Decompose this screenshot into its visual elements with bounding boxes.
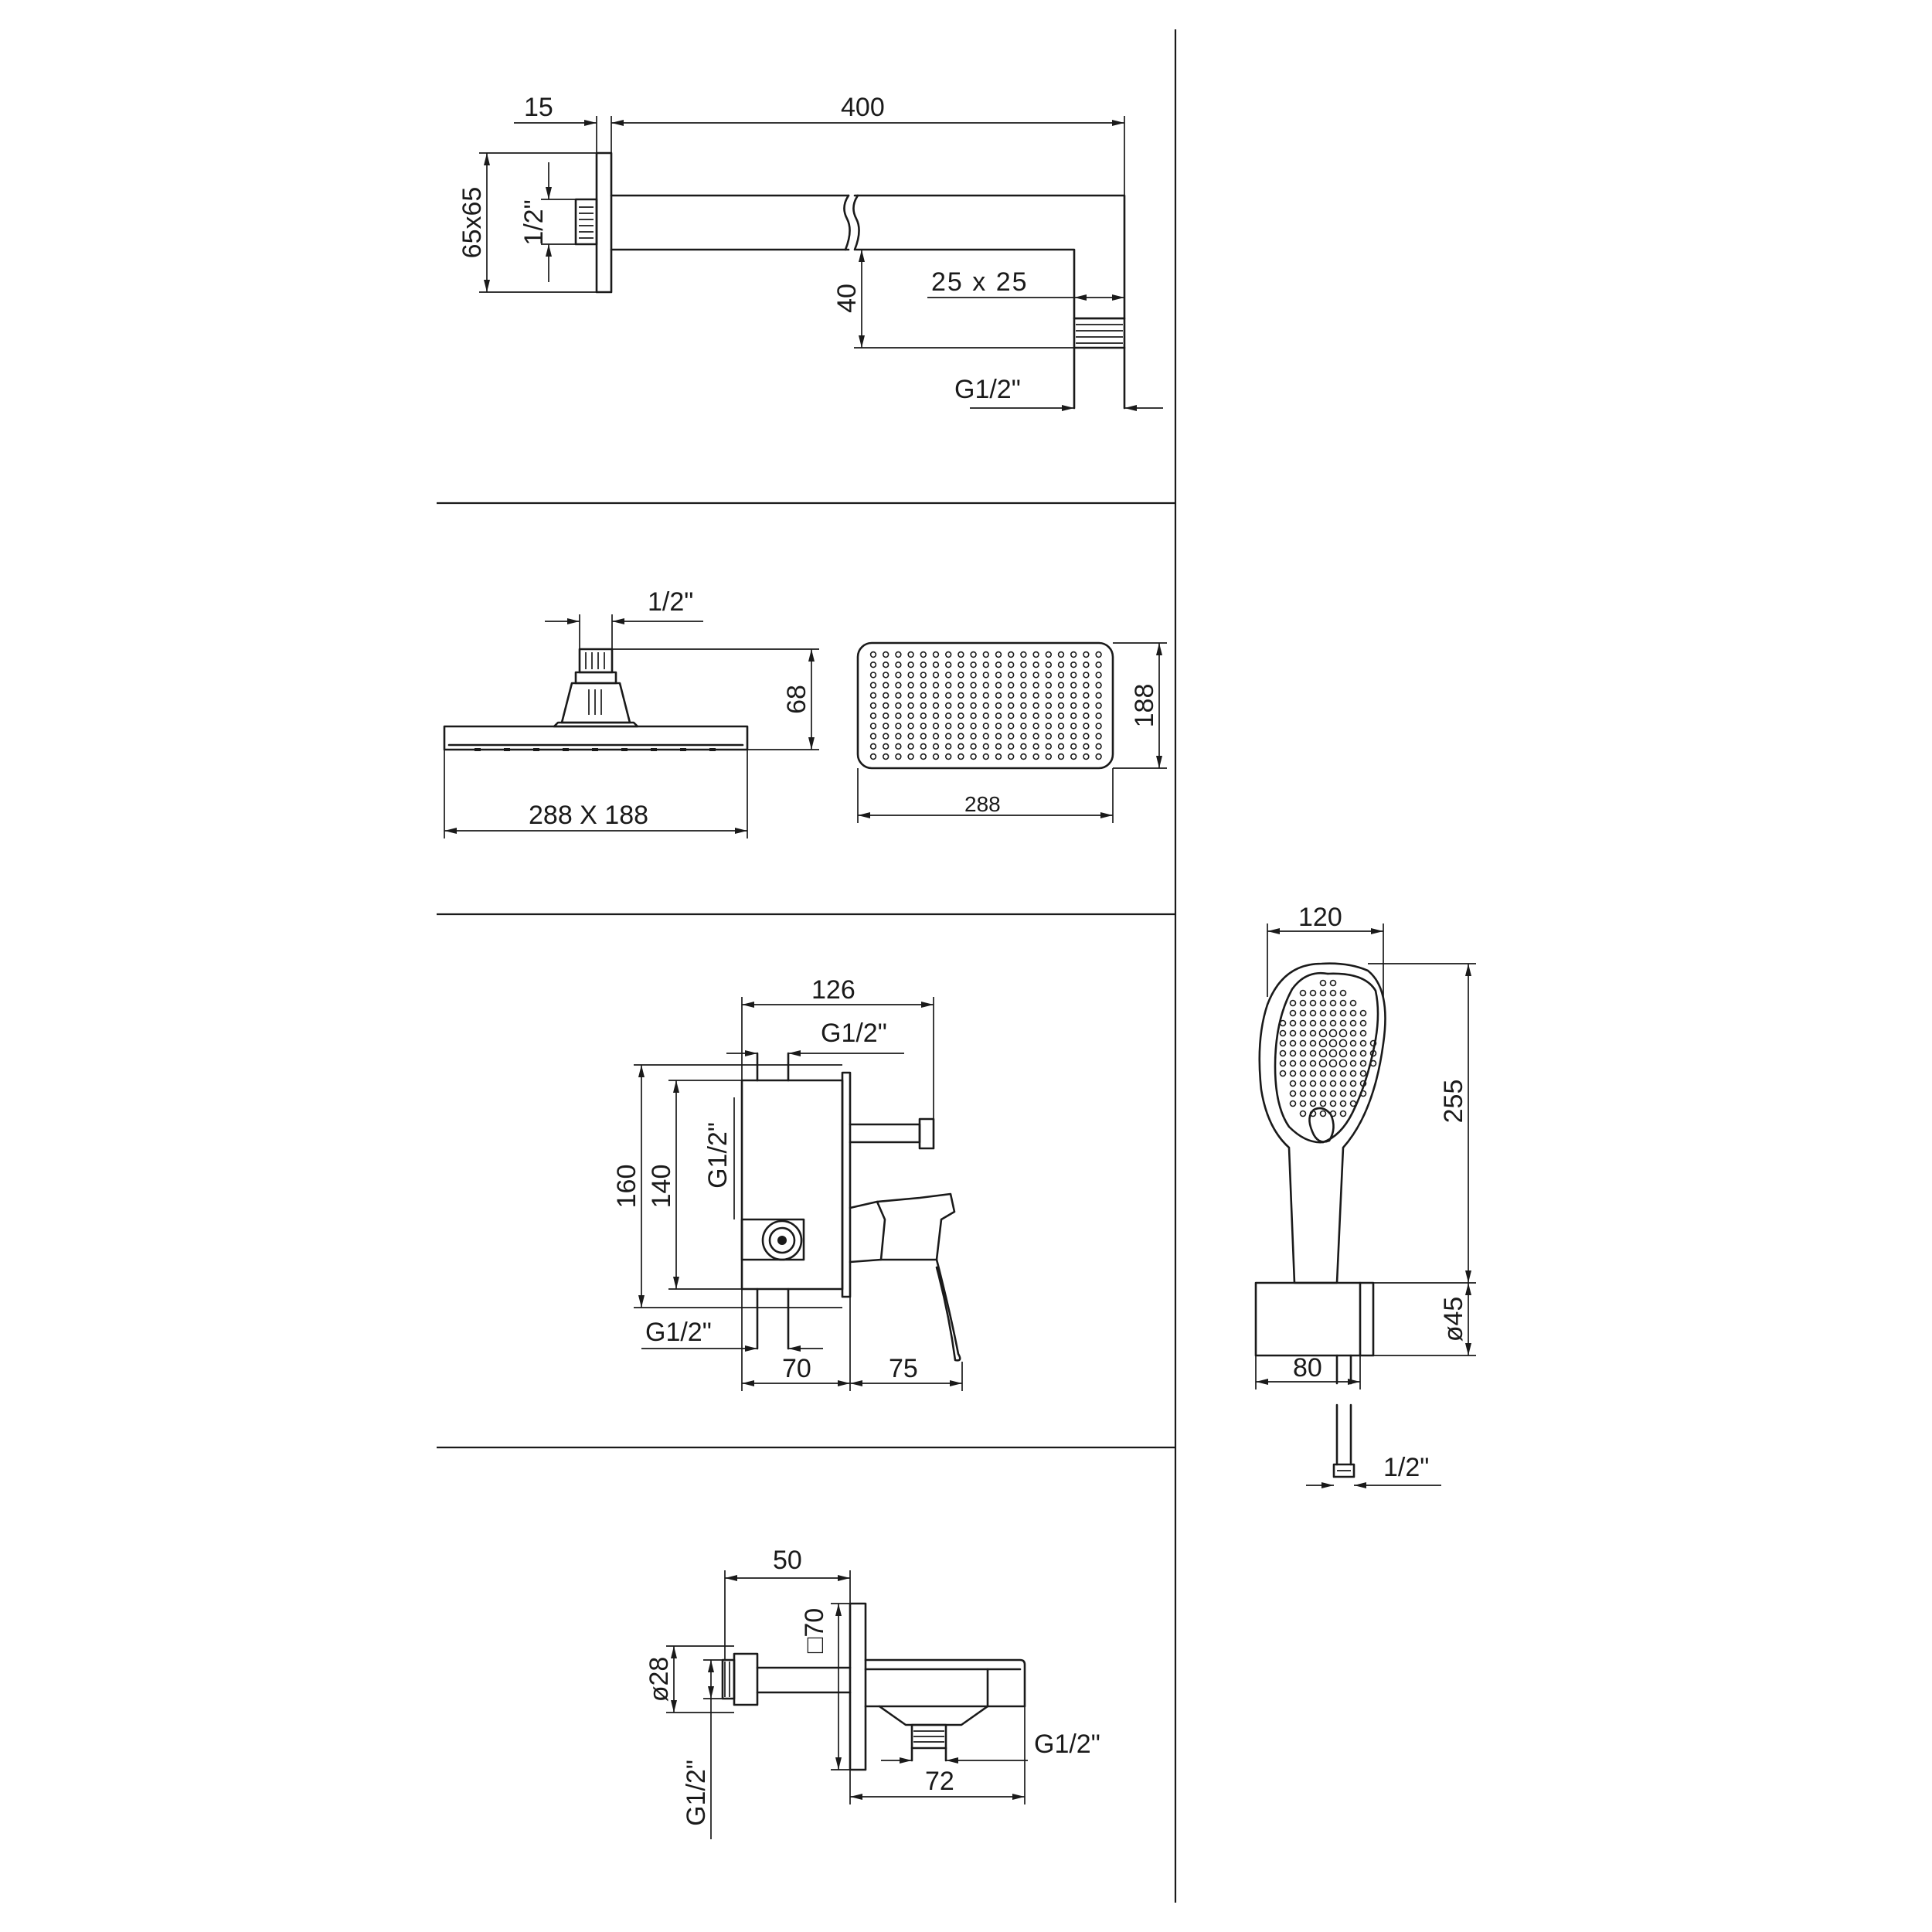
dim-elbow-length: 72 [925, 1767, 954, 1796]
dim-head-depth: 188 [1130, 684, 1159, 728]
dim-section: 25 x 25 [931, 267, 1029, 297]
hand-shower-drawing: 120 255 ø45 80 1/2" [1254, 903, 1476, 1488]
dim-head-height: 68 [782, 685, 811, 714]
dim-mixer-handle-depth: 75 [889, 1354, 918, 1383]
head-nozzle-grid [869, 651, 1102, 760]
mixer-drawing: 126 G1/2" 160 140 G1/2" G1/2" 70 75 [612, 975, 963, 1391]
dim-mixer-side-conn: G1/2" [703, 1122, 733, 1189]
dim-flange: 15 [524, 93, 553, 122]
dim-hand-thread: 1/2" [1383, 1453, 1429, 1482]
shower-arm-drawing: 15 400 65x65 1/2" 40 25 x 25 G1/2" [457, 93, 1163, 411]
dim-head-size: 288 X 188 [529, 801, 648, 830]
dim-nipple: 1/2" [519, 199, 549, 245]
dim-hand-width: 120 [1298, 903, 1342, 932]
head-shower-drawing: 1/2" 68 288 X 188 188 288 [443, 587, 1167, 838]
dim-holder-dia: ø45 [1439, 1297, 1468, 1342]
dim-mixer-width: 126 [811, 975, 855, 1005]
dim-drop: 40 [832, 284, 862, 313]
panel-separators [437, 29, 1177, 1903]
dim-head-inlet: 1/2" [648, 587, 693, 617]
dim-mixer-body-depth: 70 [782, 1354, 811, 1383]
dim-mixer-top-conn: G1/2" [821, 1019, 887, 1048]
dim-hand-length: 255 [1439, 1080, 1468, 1124]
dim-mixer-h-outer: 160 [612, 1165, 641, 1209]
dim-plate: 65x65 [457, 187, 487, 259]
dim-arm-length: 400 [841, 93, 885, 122]
dim-head-width: 288 [964, 792, 1001, 816]
dim-mixer-h-inner: 140 [647, 1165, 676, 1209]
hand-nozzle-grid [1279, 979, 1377, 1117]
dim-elbow-conn: G1/2" [682, 1760, 711, 1826]
dim-mixer-bottom-conn: G1/2" [645, 1318, 712, 1347]
dim-elbow-outlet: G1/2" [1034, 1730, 1100, 1759]
elbow-drawing: 50 □70 ø28 G1/2" G1/2" 72 [645, 1546, 1100, 1839]
dim-elbow-depth: 50 [773, 1546, 802, 1575]
nipple-thread-lines [579, 206, 594, 239]
dim-elbow-dia: ø28 [645, 1657, 674, 1702]
dim-holder-depth: 80 [1293, 1353, 1322, 1383]
outlet-thread-lines [1076, 324, 1123, 344]
head-nozzle-row [474, 748, 716, 751]
dim-outlet: G1/2" [954, 375, 1021, 404]
dim-elbow-flange: □70 [800, 1608, 829, 1653]
